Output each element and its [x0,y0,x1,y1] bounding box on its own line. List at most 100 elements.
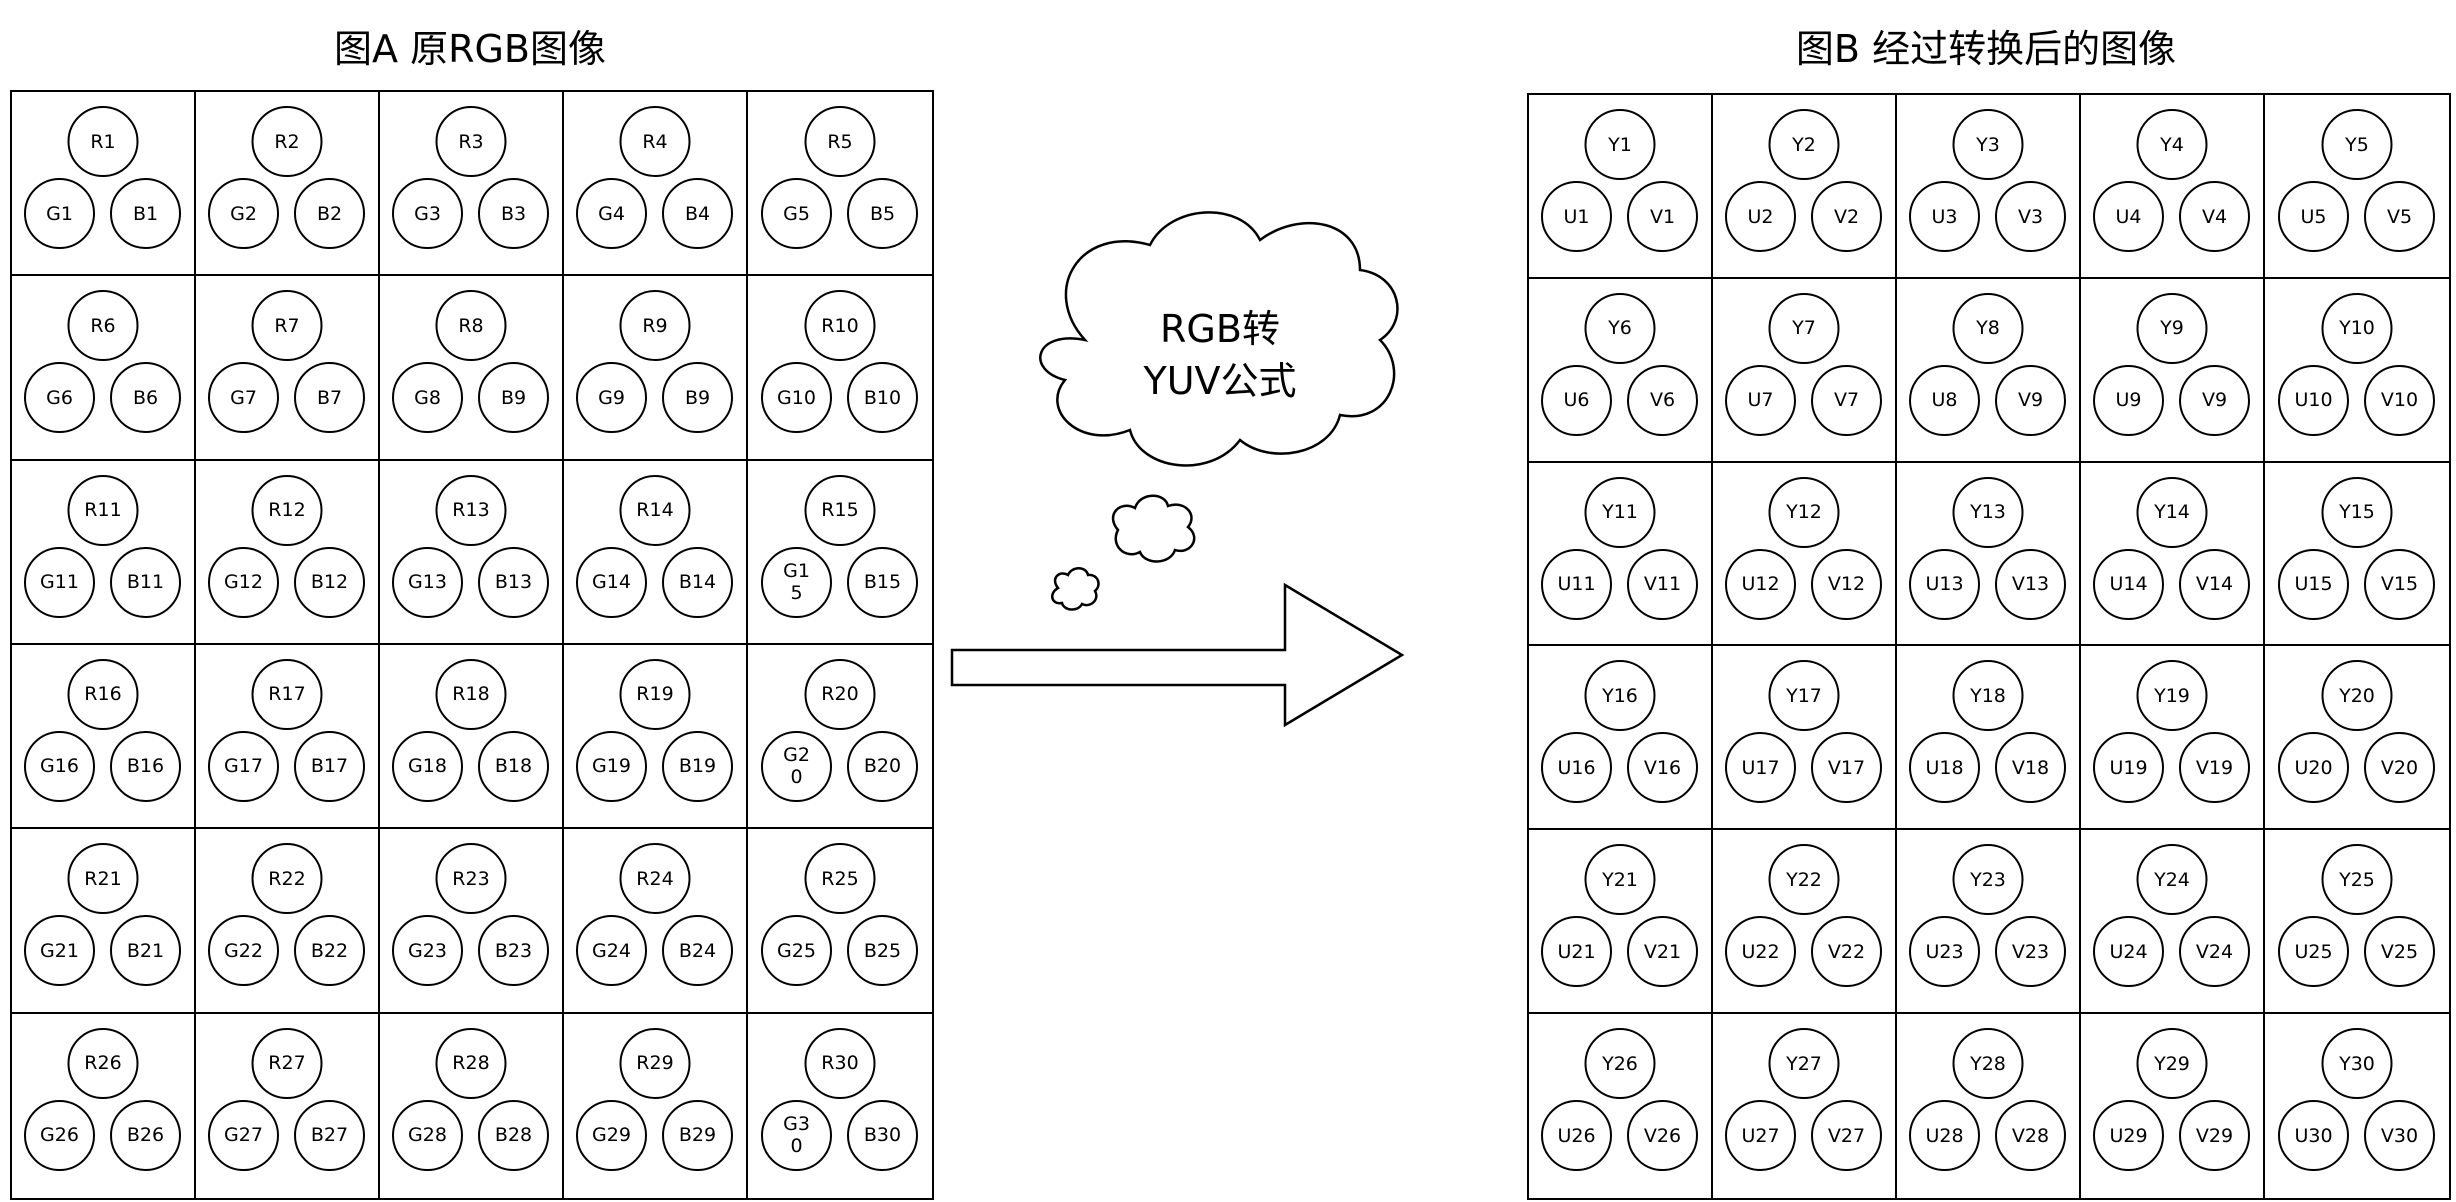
conversion-arrow [950,582,1405,728]
top-channel-circle: R17 [251,658,323,730]
left-channel-circle: U14 [2093,548,2164,620]
left-channel-circle: G7 [208,362,279,434]
right-channel-circle: V15 [2364,548,2435,620]
cloud-label-line1: RGB转 [1160,307,1280,351]
top-channel-circle: Y29 [2136,1028,2208,1100]
top-channel-circle: Y6 [1584,292,1656,364]
top-channel-circle: R4 [619,106,691,177]
left-channel-circle: G11 [24,546,95,618]
left-channel-circle: U13 [1909,548,1980,620]
right-channel-circle: B26 [110,1099,181,1171]
top-channel-circle: R3 [435,106,507,177]
cloud-label: RGB转 YUV公式 [1040,303,1400,407]
top-channel-circle: R20 [804,658,876,730]
diagram-b-title: 图B 经过转换后的图像 [1795,27,2177,71]
left-channel-circle: G10 [761,362,832,434]
top-channel-circle: R30 [804,1027,876,1099]
top-channel-circle: Y3 [1952,109,2024,180]
left-channel-circle: G30 [761,1099,832,1171]
right-channel-circle: B30 [847,1099,918,1171]
left-channel-circle: U19 [2093,732,2164,804]
right-channel-circle: B24 [662,915,733,987]
cloud-label-line2: YUV公式 [1143,359,1297,403]
top-channel-circle: Y14 [2136,476,2208,548]
top-channel-circle: R7 [251,290,323,362]
right-channel-circle: V16 [1627,732,1698,804]
left-channel-circle: U6 [1541,364,1612,436]
top-channel-circle: R1 [67,106,139,177]
right-channel-circle: B18 [478,730,549,802]
left-channel-circle: G15 [761,546,832,618]
right-channel-circle: B25 [847,915,918,987]
right-channel-circle: B27 [294,1099,365,1171]
top-channel-circle: Y18 [1952,660,2024,732]
top-channel-circle: Y11 [1584,476,1656,548]
right-channel-circle: B2 [294,178,365,249]
left-channel-circle: U9 [2093,364,2164,436]
left-channel-circle: U20 [2278,732,2349,804]
left-channel-circle: G3 [392,178,463,249]
top-channel-circle: R29 [619,1027,691,1099]
right-channel-circle: V27 [1811,1100,1882,1172]
right-channel-circle: B14 [662,546,733,618]
right-channel-circle: V5 [2364,181,2435,252]
top-channel-circle: R11 [67,474,139,546]
left-channel-circle: U28 [1909,1100,1980,1172]
left-channel-circle: U15 [2278,548,2349,620]
top-channel-circle: R15 [804,474,876,546]
right-channel-circle: B13 [478,546,549,618]
left-channel-circle: U12 [1725,548,1796,620]
top-channel-circle: Y25 [2321,844,2393,916]
left-channel-circle: U23 [1909,916,1980,988]
left-channel-circle: G17 [208,730,279,802]
left-channel-circle: G13 [392,546,463,618]
right-channel-circle: B19 [662,730,733,802]
top-channel-circle: Y23 [1952,844,2024,916]
left-channel-circle: G29 [576,1099,647,1171]
top-channel-circle: R18 [435,658,507,730]
left-channel-circle: G23 [392,915,463,987]
left-channel-circle: G8 [392,362,463,434]
right-channel-circle: V6 [1627,364,1698,436]
left-channel-circle: U24 [2093,916,2164,988]
top-channel-circle: Y24 [2136,844,2208,916]
top-channel-circle: Y12 [1768,476,1840,548]
right-channel-circle: V23 [1995,916,2066,988]
top-channel-circle: R24 [619,843,691,915]
right-channel-circle: V9 [2179,364,2250,436]
right-channel-circle: V25 [2364,916,2435,988]
top-channel-circle: Y22 [1768,844,1840,916]
left-channel-circle: U2 [1725,181,1796,252]
left-channel-circle: G22 [208,915,279,987]
right-channel-circle: V4 [2179,181,2250,252]
left-channel-circle: G24 [576,915,647,987]
right-channel-circle: V11 [1627,548,1698,620]
top-channel-circle: Y15 [2321,476,2393,548]
top-channel-circle: R10 [804,290,876,362]
top-channel-circle: R16 [67,658,139,730]
top-channel-circle: R6 [67,290,139,362]
left-channel-circle: U7 [1725,364,1796,436]
left-channel-circle: G26 [24,1099,95,1171]
left-channel-circle: G20 [761,730,832,802]
top-channel-circle: Y30 [2321,1028,2393,1100]
top-channel-circle: Y20 [2321,660,2393,732]
top-channel-circle: Y28 [1952,1028,2024,1100]
